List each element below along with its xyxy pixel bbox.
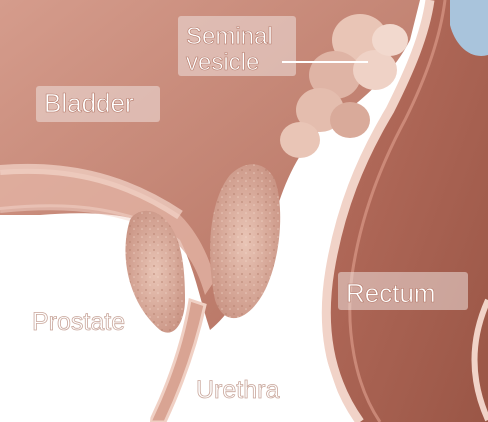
label-urethra: Urethra xyxy=(196,376,279,404)
label-bladder: Bladder xyxy=(44,88,134,118)
label-vesicle: vesicle xyxy=(186,49,259,76)
label-rectum: Rectum xyxy=(346,278,436,308)
label-prostate: Prostate xyxy=(32,308,125,336)
label-seminal: Seminal xyxy=(186,23,273,50)
